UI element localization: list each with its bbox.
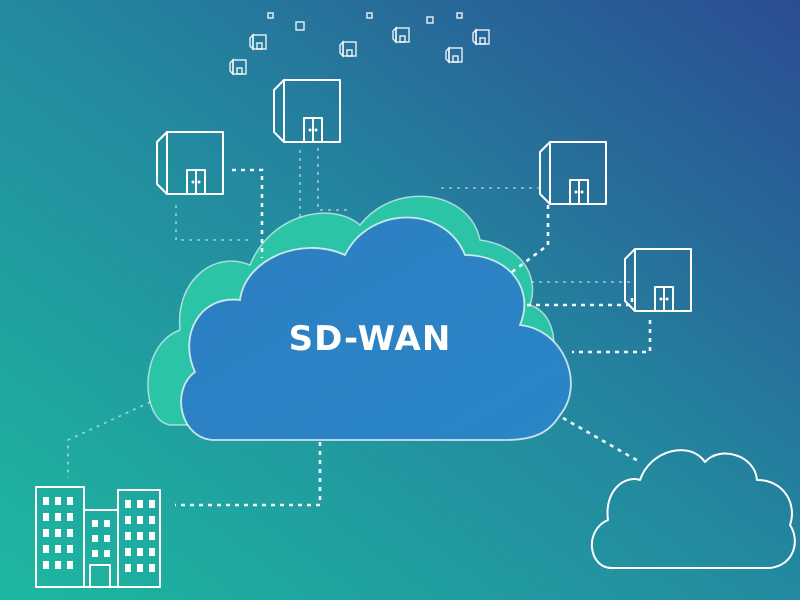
headquarters-building-icon xyxy=(35,486,161,588)
tiny-office-icon xyxy=(366,12,373,19)
tiny-office-icon xyxy=(456,12,463,19)
faint-links xyxy=(67,148,630,478)
public-cloud-icon xyxy=(591,449,796,569)
cloud-title: SD-WAN xyxy=(289,319,452,359)
tiny-office-icon xyxy=(295,21,305,31)
strong-links xyxy=(175,168,652,507)
tiny-office-icon xyxy=(267,12,274,19)
sd-wan-cloud-icon xyxy=(180,216,572,441)
tiny-office-icon xyxy=(426,16,434,24)
distant-offices xyxy=(229,12,490,75)
